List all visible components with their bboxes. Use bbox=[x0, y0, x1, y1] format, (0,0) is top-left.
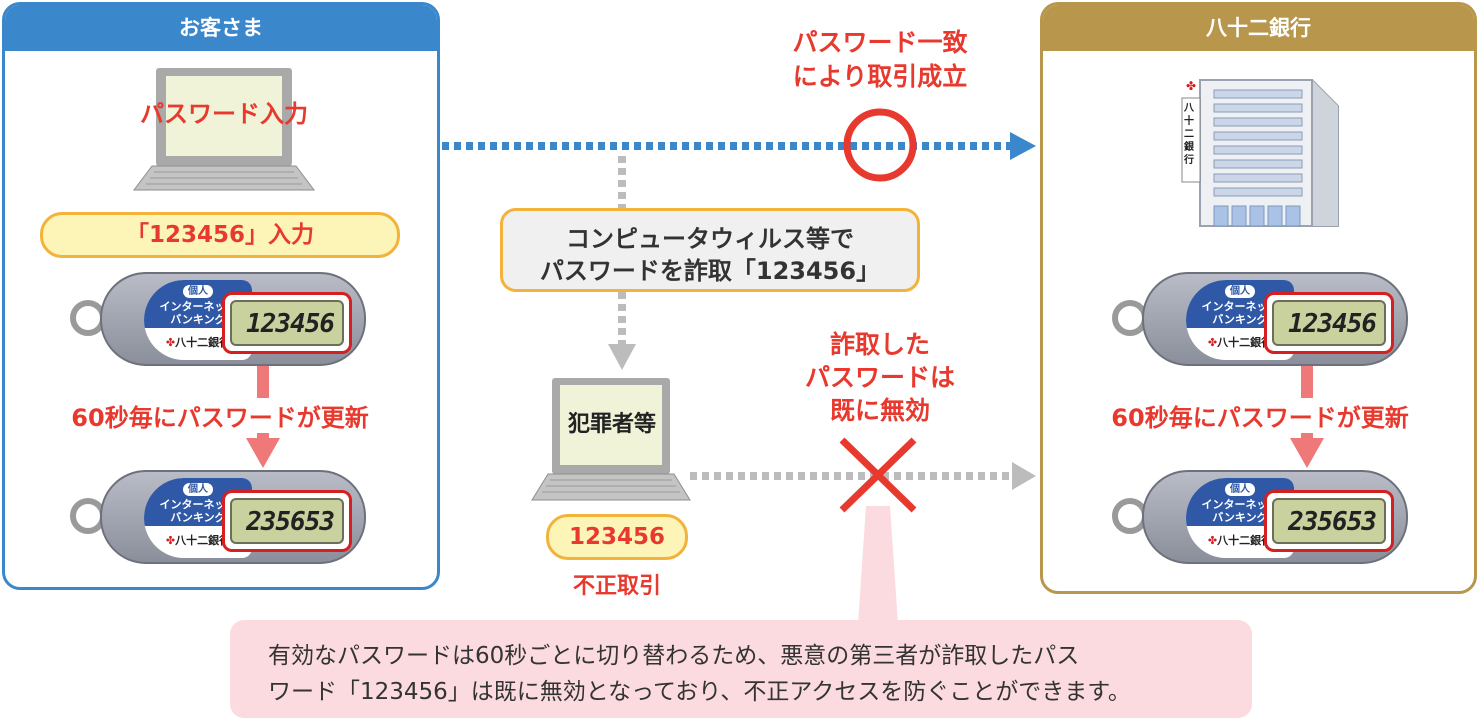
customer-token-before: 個人インターネットバンキング ✤八十二銀行 123456 bbox=[70, 272, 370, 368]
bank-logo-icon: ✤ bbox=[1207, 534, 1218, 547]
token-kojin-label: 個人 bbox=[183, 285, 213, 298]
token-display: 123456 bbox=[1272, 300, 1386, 346]
customer-update-label: 60秒毎にパスワードが更新 bbox=[20, 398, 420, 433]
svg-text:✤: ✤ bbox=[1186, 79, 1196, 93]
success-arrow-head bbox=[1010, 132, 1036, 160]
fraud-label: 不正取引 bbox=[572, 574, 661, 599]
customer-input-pill: 「123456」入力 bbox=[40, 212, 400, 258]
success-label: パスワード一致 により取引成立 bbox=[740, 26, 1020, 94]
token-display: 235653 bbox=[230, 498, 344, 544]
bank-logo-icon: ✤ bbox=[165, 534, 176, 547]
stolen-password-pill: 123456 bbox=[546, 514, 688, 560]
fraud-arrow-head bbox=[1012, 462, 1036, 490]
building-sign-text: 八十二銀行 bbox=[1184, 103, 1194, 166]
bank-logo-icon: ✤ bbox=[1207, 336, 1218, 349]
customer-token-after: 個人インターネットバンキング ✤八十二銀行 235653 bbox=[70, 470, 370, 566]
bank-token-before: 個人インターネットバンキング ✤八十二銀行 123456 bbox=[1112, 272, 1412, 368]
token-display: 235653 bbox=[1272, 498, 1386, 544]
bank-logo-icon: ✤ bbox=[165, 336, 176, 349]
invalid-label: 詐取した パスワードは 既に無効 bbox=[770, 328, 990, 427]
bank-building-icon: ✤ bbox=[1181, 79, 1339, 227]
explanation-note: 有効なパスワードは60秒ごとに切り替わるため、悪意の第三者が詐取したパス ワード… bbox=[230, 620, 1252, 718]
theft-arrow-head bbox=[608, 344, 636, 370]
note-pointer bbox=[858, 506, 898, 624]
theft-description-box: コンピュータウィルス等で パスワードを詐取「123456」 bbox=[500, 208, 920, 292]
success-line2: により取引成立 bbox=[792, 62, 968, 91]
invalid-line3: 既に無効 bbox=[829, 396, 930, 425]
criminal-laptop-label: 犯罪者等 bbox=[567, 412, 656, 437]
theft-line2: パスワードを詐取「123456」 bbox=[539, 257, 881, 285]
invalid-line2: パスワードは bbox=[804, 363, 955, 392]
match-circle-icon bbox=[843, 108, 917, 182]
bank-token-after: 個人インターネットバンキング ✤八十二銀行 235653 bbox=[1112, 470, 1412, 566]
bank-panel-title: 八十二銀行 bbox=[1043, 5, 1474, 51]
token-display: 123456 bbox=[230, 300, 344, 346]
invalid-line1: 詐取した bbox=[829, 330, 930, 359]
criminal-laptop-icon bbox=[531, 378, 691, 501]
customer-panel-title: お客さま bbox=[5, 5, 437, 51]
note-line2: ワード「123456」は既に無効となっており、不正アクセスを防ぐことができます。 bbox=[268, 679, 1131, 705]
customer-laptop-label: パスワード入力 bbox=[140, 100, 308, 128]
customer-laptop-icon bbox=[133, 68, 315, 191]
theft-line1: コンピュータウィルス等で bbox=[566, 225, 854, 253]
bank-update-label: 60秒毎にパスワードが更新 bbox=[1060, 398, 1460, 433]
success-line1: パスワード一致 bbox=[792, 28, 968, 57]
note-line1: 有効なパスワードは60秒ごとに切り替わるため、悪意の第三者が詐取したパス bbox=[268, 643, 1080, 669]
